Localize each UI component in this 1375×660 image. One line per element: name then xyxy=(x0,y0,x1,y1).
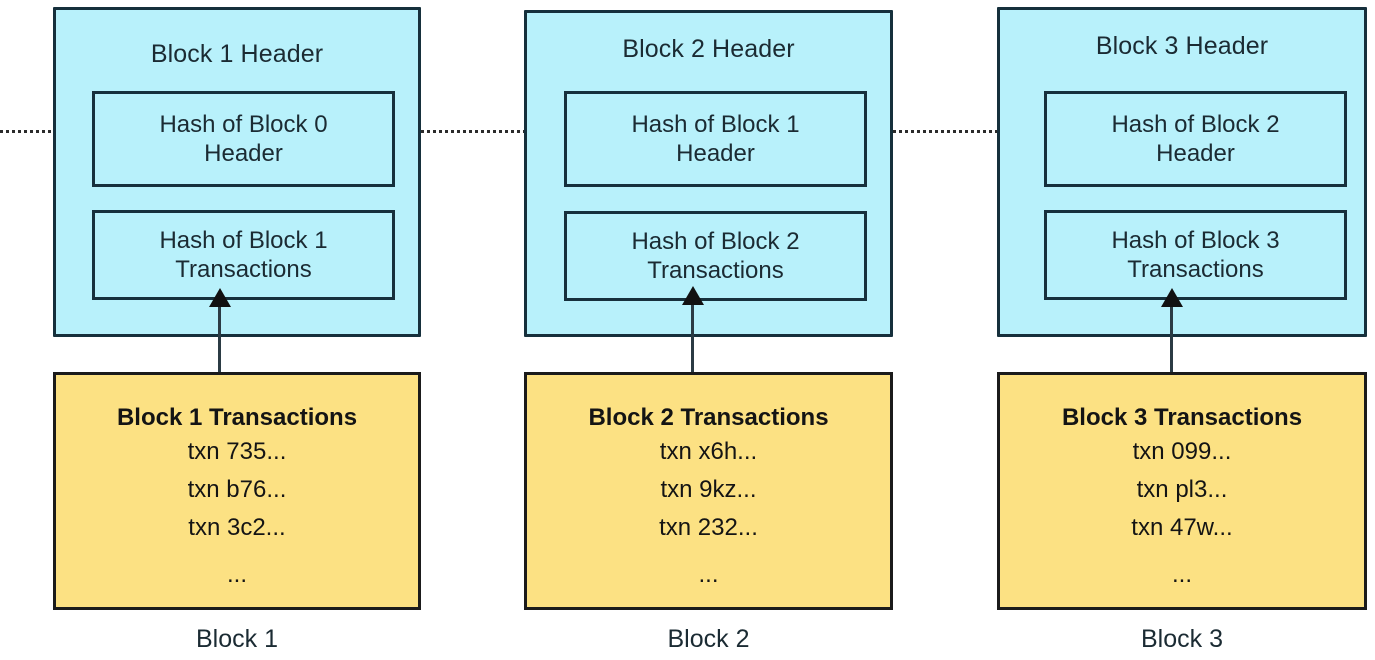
transaction-item: txn 47w... xyxy=(1131,513,1233,541)
block-caption-1: Block 1 xyxy=(196,625,278,653)
block-transactions-1: Block 1 Transactions txn 735... txn b76.… xyxy=(53,372,421,610)
block-transactions-3: Block 3 Transactions txn 099... txn pl3.… xyxy=(997,372,1367,610)
txn-hash-box-3: Hash of Block 3 Transactions xyxy=(1044,210,1347,300)
transaction-item: txn 9kz... xyxy=(660,475,757,503)
transaction-ellipsis: ... xyxy=(226,560,247,588)
prev-block-hash-line1: Hash of Block 2 xyxy=(1111,110,1280,138)
txn-hash-line1: Hash of Block 3 xyxy=(1111,226,1280,254)
txn-hash-box-2: Hash of Block 2 Transactions xyxy=(564,211,867,301)
transaction-item: txn 3c2... xyxy=(188,513,286,541)
txn-hash-line1: Hash of Block 2 xyxy=(631,227,800,255)
txn-to-header-line-1 xyxy=(218,300,221,375)
block-caption-3: Block 3 xyxy=(1141,625,1223,653)
txn-hash-box-1: Hash of Block 1 Transactions xyxy=(92,210,395,300)
txn-to-header-arrowhead-1 xyxy=(209,288,231,307)
txn-to-header-arrowhead-2 xyxy=(682,286,704,305)
prev-block-hash-box-2: Hash of Block 1 Header xyxy=(564,91,867,187)
txn-to-header-arrowhead-3 xyxy=(1161,288,1183,307)
prev-block-hash-line1: Hash of Block 1 xyxy=(631,110,800,138)
block-header-title-1: Block 1 Header xyxy=(150,40,324,68)
block-header-2: Block 2 Header Hash of Block 1 Header Ha… xyxy=(524,10,893,337)
txn-hash-line2: Transactions xyxy=(175,256,312,283)
chain-link-1-2 xyxy=(421,130,545,133)
txn-hash-line2: Transactions xyxy=(1127,256,1264,283)
chain-link-incoming xyxy=(0,130,60,133)
prev-block-hash-line1: Hash of Block 0 xyxy=(159,110,328,138)
block-header-title-3: Block 3 Header xyxy=(1095,32,1269,60)
txn-hash-line2: Transactions xyxy=(647,257,784,284)
transaction-item: txn 232... xyxy=(659,513,758,541)
transaction-item: txn b76... xyxy=(187,475,287,503)
prev-block-hash-line2: Header xyxy=(676,140,755,167)
block-transactions-2: Block 2 Transactions txn x6h... txn 9kz.… xyxy=(524,372,893,610)
block-transactions-title-2: Block 2 Transactions xyxy=(588,404,829,431)
transaction-item: txn x6h... xyxy=(659,438,758,465)
prev-block-hash-box-3: Hash of Block 2 Header xyxy=(1044,91,1347,187)
block-header-1: Block 1 Header Hash of Block 0 Header Ha… xyxy=(53,7,421,337)
block-header-title-2: Block 2 Header xyxy=(622,35,795,63)
transaction-ellipsis: ... xyxy=(698,560,719,588)
txn-to-header-line-2 xyxy=(691,298,694,373)
block-header-3: Block 3 Header Hash of Block 2 Header Ha… xyxy=(997,7,1367,337)
txn-hash-line1: Hash of Block 1 xyxy=(159,226,328,254)
transaction-item: txn 099... xyxy=(1132,438,1232,465)
transaction-item: txn pl3... xyxy=(1136,475,1228,503)
block-transactions-title-1: Block 1 Transactions xyxy=(116,404,358,431)
txn-to-header-line-3 xyxy=(1170,300,1173,375)
prev-block-hash-box-1: Hash of Block 0 Header xyxy=(92,91,395,187)
transaction-item: txn 735... xyxy=(187,438,287,465)
transaction-ellipsis: ... xyxy=(1171,560,1192,588)
block-transactions-title-3: Block 3 Transactions xyxy=(1061,404,1303,431)
prev-block-hash-line2: Header xyxy=(1156,140,1235,167)
block-caption-2: Block 2 xyxy=(667,625,750,653)
chain-link-2-3 xyxy=(893,130,1017,133)
prev-block-hash-line2: Header xyxy=(204,140,283,167)
